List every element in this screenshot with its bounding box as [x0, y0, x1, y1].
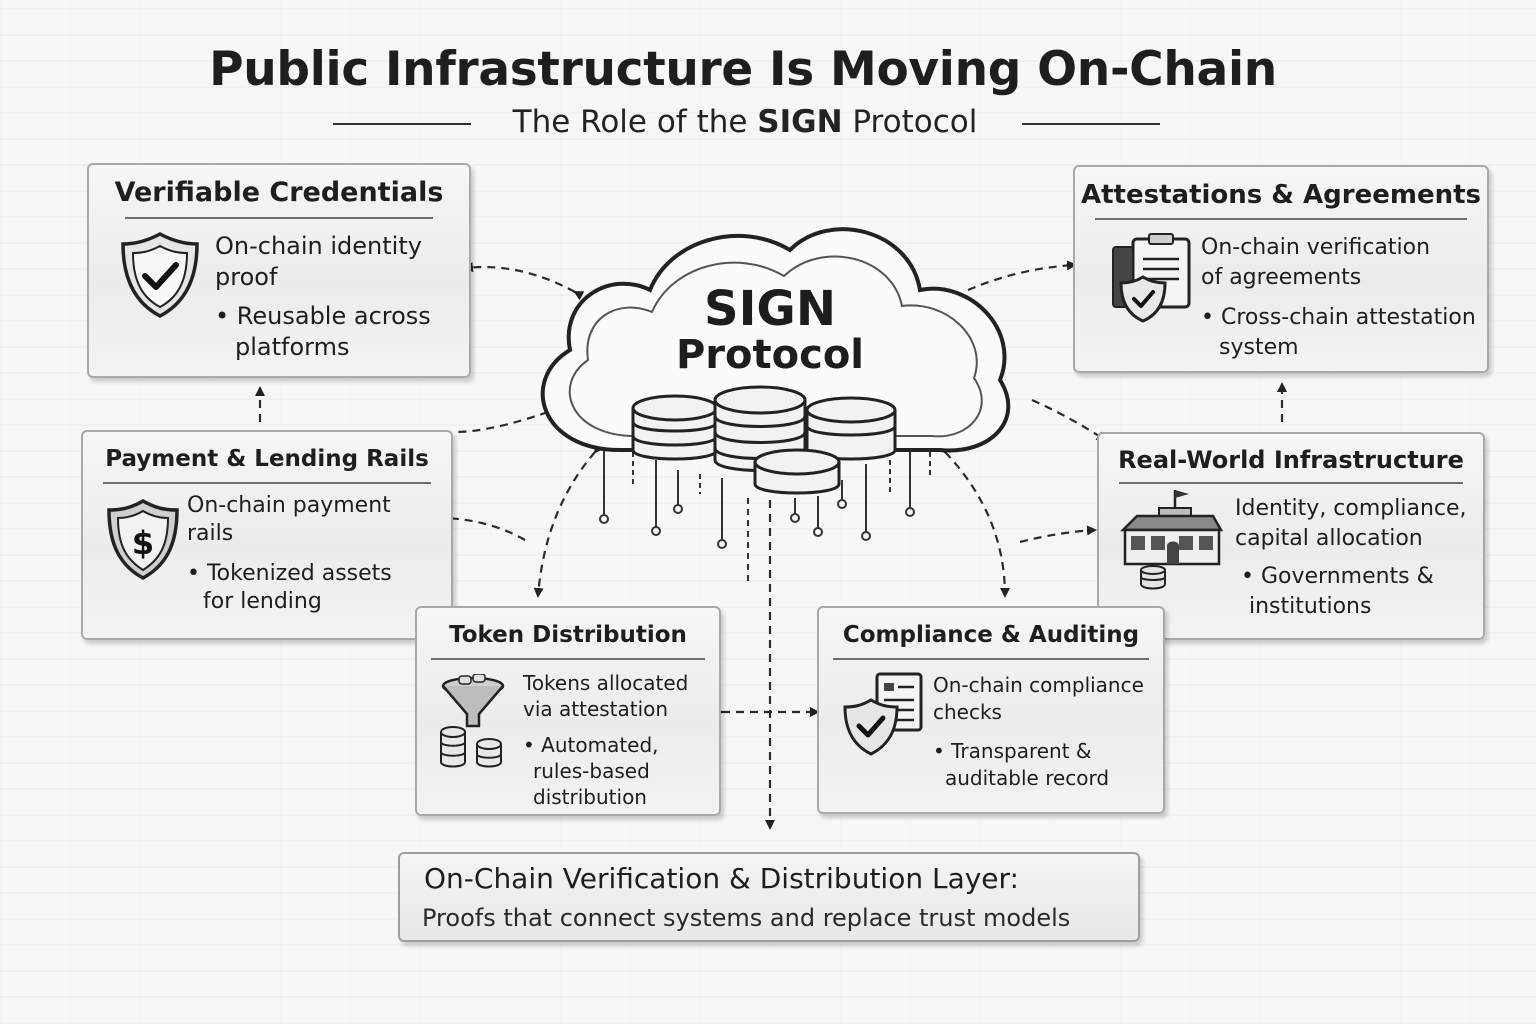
- card-heading: Attestations & Agreements: [1081, 180, 1481, 210]
- card-body: On-chain payment rails • Tokenized asset…: [187, 492, 392, 616]
- card-line: On-chain identity: [215, 232, 422, 260]
- card-body: On-chain identity proof • Reusable acros…: [215, 231, 431, 363]
- funnel-coins-icon: [440, 674, 505, 768]
- subtitle-rule-left: [333, 123, 471, 125]
- arrow-to-real-world: [1031, 398, 1107, 442]
- card-heading: Token Distribution: [449, 622, 687, 648]
- card-line: for lending: [203, 589, 322, 614]
- card-body: On-chain verification of agreements • Cr…: [1201, 233, 1476, 363]
- banner-text: Proofs that connect systems and replace …: [422, 904, 1071, 932]
- card-divider: [1095, 218, 1467, 220]
- card-heading: Payment & Lending Rails: [105, 446, 429, 472]
- document-shield-icon: [843, 672, 923, 756]
- page-title: Public Infrastructure Is Moving On-Chain: [209, 42, 1277, 97]
- card-attestations-agreements: Attestations & Agreements On-chain verif…: [1073, 165, 1489, 373]
- arrow-cloud-to-real-world: [1019, 525, 1097, 544]
- card-body: Tokens allocated via attestation • Autom…: [523, 670, 688, 810]
- banner-title: On-Chain Verification & Distribution Lay…: [424, 862, 1019, 895]
- card-divider: [103, 482, 431, 484]
- card-line: distribution: [533, 785, 647, 809]
- card-line: rails: [187, 521, 234, 546]
- card-line: system: [1219, 335, 1299, 360]
- card-line: proof: [215, 263, 278, 291]
- card-line: rules-based: [533, 759, 650, 783]
- subtitle-text-before: The Role of the: [512, 104, 758, 140]
- arrow-to-attestations: [967, 260, 1077, 292]
- card-bullet: • Tokenized assets: [187, 561, 392, 586]
- card-line: capital allocation: [1235, 526, 1423, 551]
- svg-text:$: $: [132, 524, 154, 562]
- card-line: checks: [933, 700, 1002, 724]
- card-line: Tokens allocated: [523, 671, 689, 695]
- card-heading: Real-World Infrastructure: [1118, 446, 1464, 474]
- page-subtitle: The Role of the SIGN Protocol: [0, 104, 1490, 140]
- card-line: On-chain compliance: [933, 673, 1144, 697]
- card-divider: [431, 658, 705, 660]
- card-divider: [125, 217, 433, 219]
- card-token-distribution: Token Distribution Tokens allocated via …: [415, 606, 721, 816]
- card-line: auditable record: [945, 766, 1110, 790]
- subtitle-text-after: Protocol: [842, 104, 978, 140]
- card-bullet: • Governments &: [1241, 564, 1434, 589]
- card-line: of agreements: [1201, 265, 1362, 290]
- card-body: Identity, compliance, capital allocation…: [1235, 494, 1467, 622]
- arrow-to-token-distribution: [533, 442, 605, 598]
- subtitle-emphasis: SIGN: [757, 104, 843, 140]
- card-body: On-chain compliance checks • Transparent…: [933, 672, 1144, 792]
- database-stack-icon: [631, 385, 897, 495]
- card-compliance-auditing: Compliance & Auditing On-chain complianc…: [817, 606, 1165, 814]
- arrow-to-verifiable-credentials: [463, 262, 585, 301]
- card-bullet: • Transparent &: [933, 739, 1092, 763]
- card-line: platforms: [235, 333, 350, 361]
- card-line: via attestation: [523, 697, 669, 721]
- card-bullet: • Automated,: [523, 733, 659, 757]
- arrow-cloud-to-payment: [454, 410, 549, 434]
- card-line: On-chain verification: [1201, 235, 1431, 260]
- center-subtitle: Protocol: [675, 332, 865, 378]
- verification-layer-banner: On-Chain Verification & Distribution Lay…: [398, 852, 1140, 942]
- card-bullet: • Reusable across: [215, 302, 431, 330]
- shield-check-icon: [121, 232, 199, 318]
- card-divider: [1119, 482, 1463, 484]
- subtitle-rule-right: [1022, 123, 1160, 125]
- card-divider: [833, 658, 1149, 660]
- dollar-shield-icon: $: [107, 498, 179, 580]
- card-line: On-chain payment: [187, 493, 391, 518]
- clipboard-shield-icon: [1112, 233, 1191, 323]
- card-line: institutions: [1249, 594, 1372, 619]
- arrow-to-compliance: [935, 442, 1010, 598]
- card-verifiable-credentials: Verifiable Credentials On-chain identity…: [87, 163, 471, 378]
- card-bullet: • Cross-chain attestation: [1201, 305, 1476, 330]
- arrow-to-payment: [443, 513, 526, 541]
- card-heading: Verifiable Credentials: [114, 177, 444, 208]
- card-real-world-infrastructure: Real-World Infrastructure Identity, comp…: [1097, 432, 1485, 640]
- card-payment-lending-rails: Payment & Lending Rails $ On-chain payme…: [81, 430, 453, 640]
- card-heading: Compliance & Auditing: [842, 622, 1140, 648]
- card-line: Identity, compliance,: [1235, 496, 1467, 521]
- government-building-icon: [1119, 490, 1224, 590]
- center-title: SIGN: [704, 281, 836, 337]
- sign-protocol-cloud: [540, 227, 1011, 453]
